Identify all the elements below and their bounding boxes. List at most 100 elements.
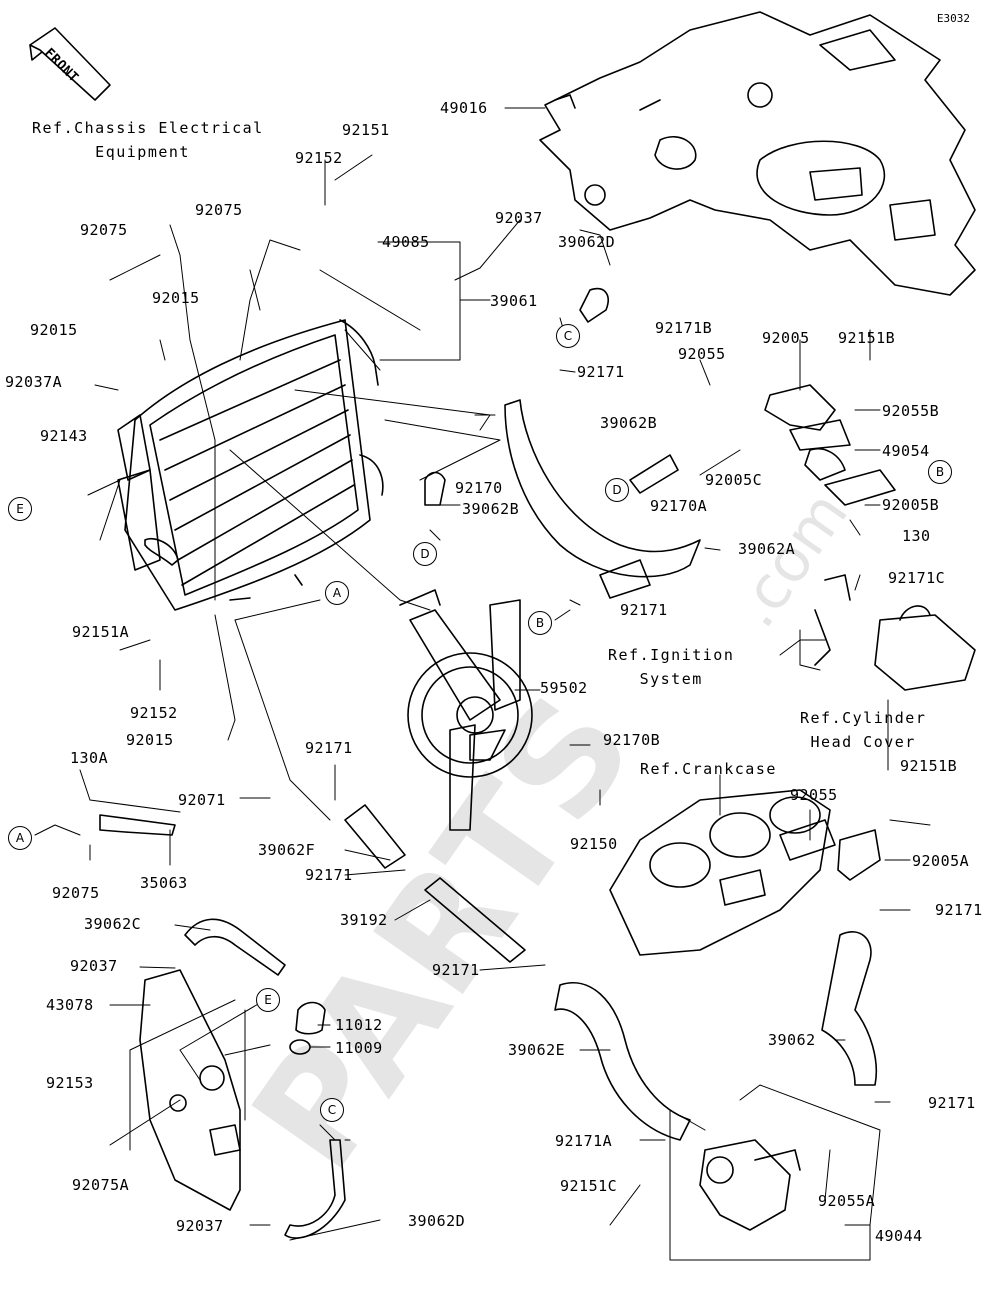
part-label[interactable]: 39062E bbox=[508, 1041, 566, 1059]
part-label[interactable]: 92171 bbox=[577, 363, 625, 381]
part-label[interactable]: 49044 bbox=[875, 1227, 923, 1245]
part-label[interactable]: 130 bbox=[902, 527, 931, 545]
part-label[interactable]: 39192 bbox=[340, 911, 388, 929]
part-label[interactable]: 43078 bbox=[46, 996, 94, 1014]
ref-ignition-system[interactable]: Ref.Ignition System bbox=[608, 646, 735, 688]
ref-chassis-electrical[interactable]: Ref.Chassis Electrical Equipment bbox=[32, 119, 264, 161]
front-arrow bbox=[29, 27, 111, 101]
part-label[interactable]: 92143 bbox=[40, 427, 88, 445]
part-label[interactable]: 39062B bbox=[600, 414, 658, 432]
outlet-92005a bbox=[837, 829, 881, 881]
part-label[interactable]: 92170B bbox=[603, 731, 661, 749]
water-pump-49044 bbox=[699, 1139, 801, 1231]
marker-e[interactable]: E bbox=[256, 988, 280, 1012]
marker-c[interactable]: C bbox=[320, 1098, 344, 1122]
part-label[interactable]: 92150 bbox=[570, 835, 618, 853]
part-label[interactable]: 130A bbox=[70, 749, 109, 767]
part-label[interactable]: 92151 bbox=[342, 121, 390, 139]
part-label[interactable]: 92005C bbox=[705, 471, 763, 489]
part-label[interactable]: 11012 bbox=[335, 1016, 383, 1034]
radiator bbox=[117, 319, 384, 611]
hose-39062d-upper bbox=[579, 288, 609, 323]
marker-e[interactable]: E bbox=[8, 497, 32, 521]
part-label[interactable]: 92171A bbox=[555, 1132, 613, 1150]
marker-a[interactable]: A bbox=[8, 826, 32, 850]
hose-39062b-2 bbox=[629, 454, 679, 494]
part-label[interactable]: 92151A bbox=[72, 623, 130, 641]
part-label[interactable]: 92153 bbox=[46, 1074, 94, 1092]
part-label[interactable]: 92152 bbox=[130, 704, 178, 722]
part-label[interactable]: 39062 bbox=[768, 1031, 816, 1049]
part-label[interactable]: 35063 bbox=[140, 874, 188, 892]
hose-39062 bbox=[821, 931, 878, 1086]
part-label[interactable]: 92075 bbox=[80, 221, 128, 239]
part-label[interactable]: 92055A bbox=[818, 1192, 876, 1210]
part-label[interactable]: 92075 bbox=[195, 201, 243, 219]
part-label[interactable]: 92170A bbox=[650, 497, 708, 515]
part-label[interactable]: 49085 bbox=[382, 233, 430, 251]
part-label[interactable]: 11009 bbox=[335, 1039, 383, 1057]
part-label[interactable]: 39062A bbox=[738, 540, 796, 558]
ref-crankcase[interactable]: Ref.Crankcase bbox=[640, 760, 777, 778]
part-label[interactable]: 92055 bbox=[790, 786, 838, 804]
marker-b[interactable]: B bbox=[528, 611, 552, 635]
part-label[interactable]: 92171 bbox=[935, 901, 983, 919]
ref-cylinder-head-cover[interactable]: Ref.Cylinder Head Cover bbox=[800, 709, 927, 751]
marker-c[interactable]: C bbox=[556, 324, 580, 348]
fan-assembly-59502 bbox=[399, 589, 533, 831]
part-label[interactable]: 92151B bbox=[900, 757, 958, 775]
thermostat-housing bbox=[764, 384, 896, 506]
part-label[interactable]: 92037 bbox=[176, 1217, 224, 1235]
part-label[interactable]: 92015 bbox=[126, 731, 174, 749]
part-label[interactable]: 49016 bbox=[440, 99, 488, 117]
part-label[interactable]: 92170 bbox=[455, 479, 503, 497]
part-label[interactable]: 49054 bbox=[882, 442, 930, 460]
hose-39062a bbox=[504, 399, 701, 578]
bracket-35063 bbox=[99, 814, 176, 836]
marker-a[interactable]: A bbox=[325, 581, 349, 605]
part-label[interactable]: 92005A bbox=[912, 852, 970, 870]
hose-39062d-lower bbox=[284, 1139, 346, 1239]
part-label[interactable]: 92171 bbox=[432, 961, 480, 979]
part-label[interactable]: 92071 bbox=[178, 791, 226, 809]
part-label[interactable]: 39062D bbox=[408, 1212, 466, 1230]
part-label[interactable]: 92015 bbox=[152, 289, 200, 307]
diagram-code: E3032 bbox=[936, 12, 970, 25]
marker-d[interactable]: D bbox=[605, 478, 629, 502]
part-label[interactable]: 92055B bbox=[882, 402, 940, 420]
part-label[interactable]: 92171C bbox=[888, 569, 946, 587]
part-label[interactable]: 39062D bbox=[558, 233, 616, 251]
part-label[interactable]: 92005 bbox=[762, 329, 810, 347]
part-label[interactable]: 92037A bbox=[5, 373, 63, 391]
part-label[interactable]: 92037 bbox=[70, 957, 118, 975]
hose-39062b bbox=[424, 471, 446, 506]
part-label[interactable]: 39061 bbox=[490, 292, 538, 310]
under-cover-49016 bbox=[539, 11, 976, 296]
part-label[interactable]: 92171 bbox=[305, 739, 353, 757]
part-label[interactable]: 92151B bbox=[838, 329, 896, 347]
part-label[interactable]: 92171B bbox=[655, 319, 713, 337]
leader-lines bbox=[34, 107, 931, 1261]
hose-39062c bbox=[184, 918, 286, 976]
part-label[interactable]: 39062C bbox=[84, 915, 142, 933]
marker-b[interactable]: B bbox=[928, 460, 952, 484]
part-label[interactable]: 92171 bbox=[305, 866, 353, 884]
part-label[interactable]: 39062B bbox=[462, 500, 520, 518]
part-label[interactable]: 92075A bbox=[72, 1176, 130, 1194]
marker-d[interactable]: D bbox=[413, 542, 437, 566]
part-label[interactable]: 59502 bbox=[540, 679, 588, 697]
crankcase bbox=[609, 789, 836, 956]
part-label[interactable]: 92005B bbox=[882, 496, 940, 514]
hose-39062f bbox=[344, 804, 406, 869]
cylinder-head-cover bbox=[814, 574, 976, 691]
part-label[interactable]: 39062F bbox=[258, 841, 316, 859]
part-label[interactable]: 92055 bbox=[678, 345, 726, 363]
part-label[interactable]: 92075 bbox=[52, 884, 100, 902]
part-label[interactable]: 92171 bbox=[620, 601, 668, 619]
part-label[interactable]: 92152 bbox=[295, 149, 343, 167]
part-label[interactable]: 92015 bbox=[30, 321, 78, 339]
part-label[interactable]: 92037 bbox=[495, 209, 543, 227]
hose-39062e bbox=[554, 982, 691, 1141]
part-label[interactable]: 92171 bbox=[928, 1094, 976, 1112]
part-label[interactable]: 92151C bbox=[560, 1177, 618, 1195]
